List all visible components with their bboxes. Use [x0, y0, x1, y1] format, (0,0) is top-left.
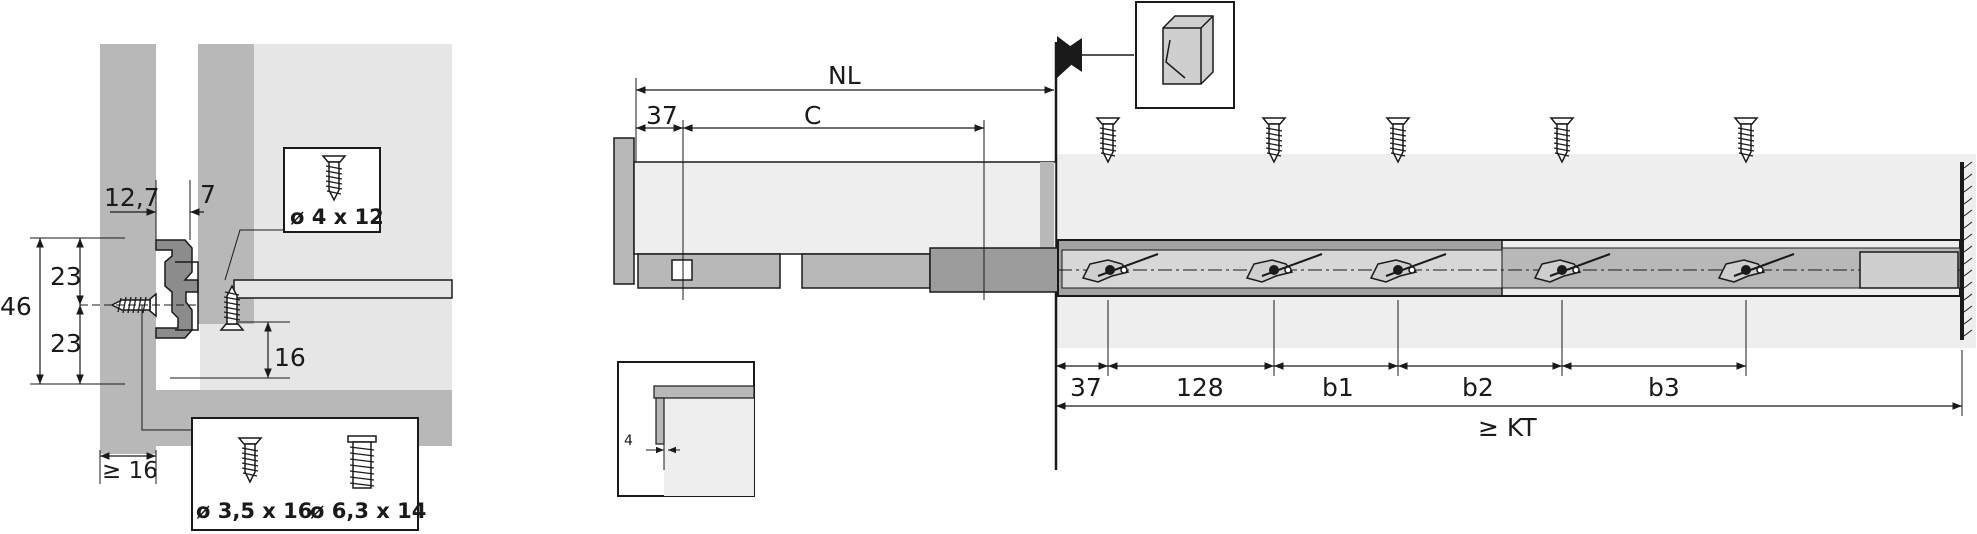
dim-23-bottom: 23	[50, 329, 82, 358]
cabinet-wall	[100, 44, 156, 454]
screw-label-3-5x16: ø 3,5 x 16	[196, 499, 312, 523]
dim-16: 16	[274, 343, 306, 372]
dim-b1: b1	[1322, 373, 1354, 402]
dim-nl: NL	[828, 61, 861, 90]
screw-label-4x12: ø 4 x 12	[290, 205, 384, 229]
drawer-front	[613, 137, 635, 285]
drawer-runner-rear	[801, 253, 931, 289]
dim-c: C	[804, 101, 821, 130]
dim-46: 46	[0, 292, 32, 321]
dim-12-7: 12,7	[104, 183, 160, 212]
detail-drawer-front	[653, 385, 755, 399]
dim-b2: b2	[1462, 373, 1494, 402]
dim-min-16: ≥ 16	[102, 458, 158, 484]
drawer-bottom-panel	[233, 279, 453, 299]
drawer-body	[633, 161, 1057, 255]
main-side-view: NL 37 C 37 128 b1 b2 b3 ≥ KT	[613, 1, 1976, 470]
rail-profile	[155, 239, 199, 339]
dim-23-top: 23	[50, 262, 82, 291]
rear-bracket	[1859, 251, 1959, 289]
dim-b3: b3	[1648, 373, 1680, 402]
locking-device	[929, 247, 1061, 293]
dim-37-bottom: 37	[1070, 373, 1102, 402]
dim-37-top: 37	[646, 101, 678, 130]
dim-128: 128	[1176, 373, 1224, 402]
screw-label-6-3x14: ø 6,3 x 14	[310, 499, 426, 523]
front-marker-icon	[1057, 38, 1082, 72]
detail-dim-4: 4	[624, 433, 633, 449]
screw-box-4x12: ø 4 x 12	[283, 147, 384, 233]
left-section-view: 46 23 23 12,7 7 16 ≥ 16	[0, 44, 453, 484]
dim-kt: ≥ KT	[1478, 413, 1537, 442]
screw-box-bottom: ø 3,5 x 16 ø 6,3 x 14	[191, 417, 426, 531]
detail-box: 4	[617, 361, 755, 497]
cabinet-front-icon	[1135, 1, 1235, 109]
drawer-runner-front	[637, 253, 781, 289]
euro-screw-icon	[347, 435, 377, 489]
dim-7: 7	[200, 180, 216, 209]
